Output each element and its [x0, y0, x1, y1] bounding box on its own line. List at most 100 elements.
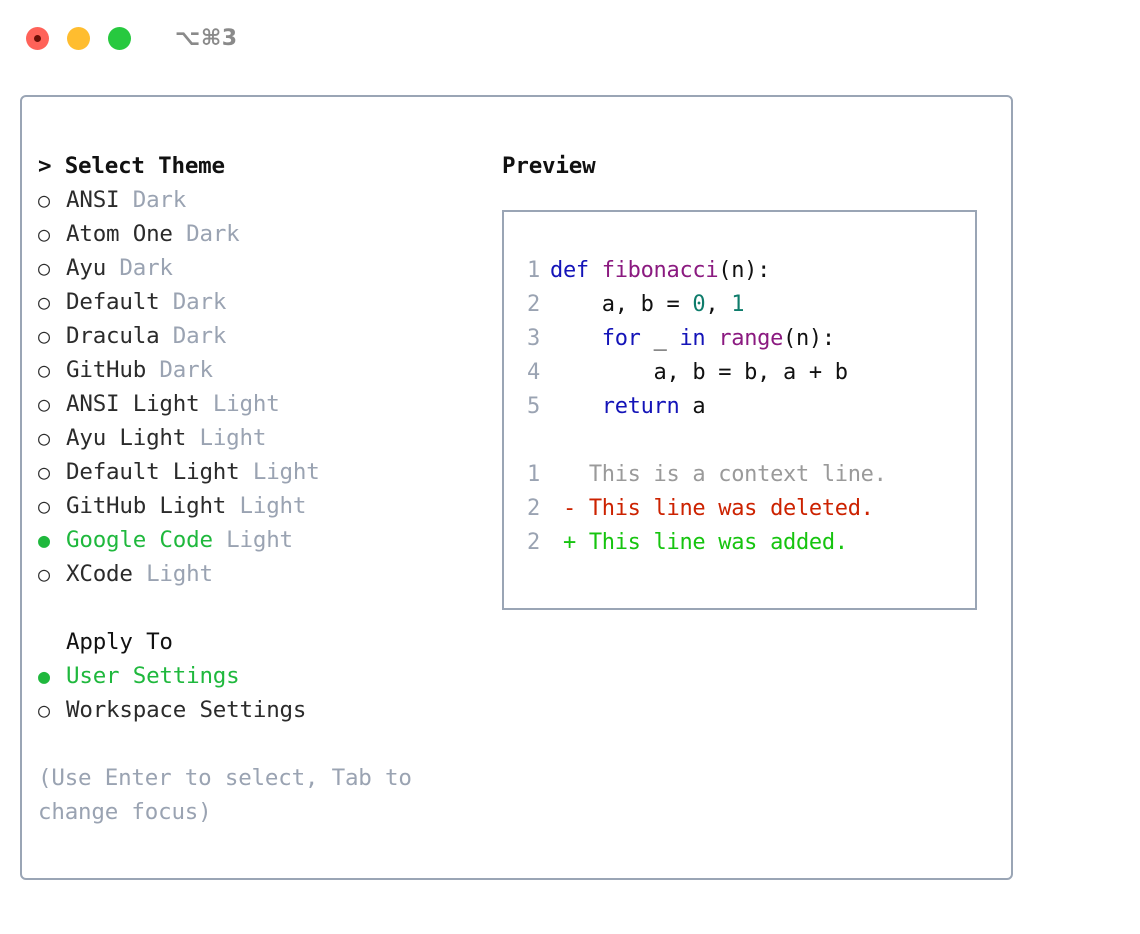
theme-list: ○ANSI Dark○Atom One Dark○Ayu Dark○Defaul…	[38, 183, 468, 591]
code-token-kw: for	[601, 326, 641, 351]
code-blank-line	[504, 424, 975, 458]
minimize-window-button[interactable]	[67, 26, 90, 50]
radio-unselected-icon: ○	[38, 562, 50, 586]
apply-to-heading-indent	[38, 625, 66, 659]
code-token-add: + This line was added.	[550, 530, 848, 555]
code-line: 5 return a	[504, 390, 975, 424]
code-token-pl: a, b =	[550, 292, 693, 317]
preview-title: Preview	[502, 153, 596, 179]
code-line-content: return a	[550, 390, 706, 424]
code-line-number: 2	[527, 530, 540, 555]
apply-to-option-workspace-settings[interactable]: ○ Workspace Settings	[38, 693, 468, 727]
code-token-pl	[550, 394, 602, 419]
apply-to-option-label: Workspace Settings	[66, 697, 307, 723]
theme-option-label: Atom One	[66, 221, 173, 247]
theme-option-xcode[interactable]: ○ XCode Light	[38, 557, 468, 591]
code-line: 2 - This line was deleted.	[504, 492, 975, 526]
code-line-number: 1	[527, 462, 540, 487]
code-token-num: 1	[731, 292, 745, 317]
theme-option-category: Dark	[106, 255, 173, 281]
code-line-content: + This line was added.	[550, 526, 848, 560]
code-token-pl	[705, 326, 718, 351]
code-line: 1 def fibonacci(n):	[504, 254, 975, 288]
theme-option-github-light[interactable]: ○GitHub Light Light	[38, 489, 468, 523]
theme-option-label: Google Code	[66, 527, 213, 553]
theme-option-ansi-light[interactable]: ○ANSI Light Light	[38, 387, 468, 421]
select-theme-heading: > Select Theme	[38, 149, 468, 183]
code-line: 2 a, b = 0, 1	[504, 288, 975, 322]
apply-to-list: ● User Settings ○ Workspace Settings	[38, 659, 468, 727]
theme-option-github[interactable]: ○GitHub Dark	[38, 353, 468, 387]
theme-option-category: Light	[226, 493, 307, 519]
code-token-pl: ,	[705, 292, 732, 317]
radio-selected-icon: ●	[38, 528, 50, 552]
code-line-content: a, b = b, a + b	[550, 356, 849, 390]
code-line-number	[504, 424, 550, 458]
code-line-content: def fibonacci(n):	[550, 254, 770, 288]
code-token-del: - This line was deleted.	[550, 496, 874, 521]
code-line: 4 a, b = b, a + b	[504, 356, 975, 390]
theme-option-ansi[interactable]: ○ANSI Dark	[38, 183, 468, 217]
code-line-number: 5	[527, 394, 540, 419]
theme-option-label: GitHub Light	[66, 493, 227, 519]
theme-selection-panel: > Select Theme ○ANSI Dark○Atom One Dark○…	[38, 149, 468, 829]
theme-option-category: Dark	[159, 323, 227, 349]
keyboard-hint-text: (Use Enter to select, Tab to change focu…	[38, 765, 412, 825]
radio-unselected-icon: ○	[38, 460, 50, 484]
theme-option-label: ANSI Light	[66, 391, 200, 417]
theme-option-category: Dark	[172, 221, 240, 247]
radio-unselected-icon: ○	[38, 290, 50, 314]
apply-to-option-label: User Settings	[66, 663, 240, 689]
theme-option-label: Default Light	[66, 459, 240, 485]
theme-option-atom-one[interactable]: ○ Atom One Dark	[38, 217, 468, 251]
theme-option-label: ANSI	[66, 187, 120, 213]
radio-selected-icon: ●	[38, 664, 50, 688]
radio-unselected-icon: ○	[38, 392, 50, 416]
code-token-pl: a, b = b, a + b	[550, 360, 849, 385]
apply-to-option-user-settings[interactable]: ● User Settings	[38, 659, 468, 693]
code-line-number: 2	[527, 292, 540, 317]
code-line-number: 4	[527, 360, 540, 385]
window-title: ⌥⌘3	[175, 25, 238, 51]
theme-option-ayu-light[interactable]: ○Ayu Light Light	[38, 421, 468, 455]
code-line-content: for _ in range(n):	[550, 322, 835, 356]
maximize-window-button[interactable]	[108, 26, 131, 50]
radio-unselected-icon: ○	[38, 324, 50, 348]
code-token-fn: fibonacci	[601, 258, 719, 283]
theme-option-label: Dracula	[66, 323, 160, 349]
radio-unselected-icon: ○	[38, 222, 50, 246]
apply-to-heading: Apply To	[38, 625, 468, 659]
theme-option-category: Light	[239, 459, 320, 485]
code-line-content: - This line was deleted.	[550, 492, 874, 526]
theme-option-default[interactable]: ○Default Dark	[38, 285, 468, 319]
theme-option-default-light[interactable]: ○ Default Light Light	[38, 455, 468, 489]
title-bar: ⌥⌘3	[0, 0, 1140, 76]
theme-option-dracula[interactable]: ○ Dracula Dark	[38, 319, 468, 353]
theme-option-ayu[interactable]: ○Ayu Dark	[38, 251, 468, 285]
theme-option-category: Light	[132, 561, 213, 587]
dialog-frame: > Select Theme ○ANSI Dark○Atom One Dark○…	[20, 95, 1013, 880]
preview-panel: Preview 1 def fibonacci(n):2 a, b = 0, 1 3…	[502, 149, 997, 610]
code-token-pl: _	[640, 326, 680, 351]
code-token-fn: range	[718, 326, 784, 351]
theme-option-label: Default	[66, 289, 160, 315]
theme-option-label: Ayu	[66, 255, 107, 281]
code-token-pl	[550, 326, 602, 351]
code-token-kw: return	[601, 394, 680, 419]
theme-option-label: XCode	[66, 561, 133, 587]
close-window-button[interactable]	[26, 26, 49, 50]
code-lines: 1 def fibonacci(n):2 a, b = 0, 1 3 for _ i…	[504, 254, 975, 560]
radio-unselected-icon: ○	[38, 358, 50, 382]
theme-option-label: GitHub	[66, 357, 147, 383]
theme-option-google-code[interactable]: ●Google Code Light	[38, 523, 468, 557]
theme-option-category: Light	[186, 425, 267, 451]
code-line-number: 3	[527, 326, 540, 351]
panel-spacer	[38, 591, 468, 625]
code-line-content: This is a context line.	[550, 458, 887, 492]
code-line-number: 1	[527, 258, 540, 283]
radio-unselected-icon: ○	[38, 426, 50, 450]
select-theme-heading-prefix: >	[38, 153, 65, 179]
code-line: 1 This is a context line.	[504, 458, 975, 492]
radio-unselected-icon: ○	[38, 698, 50, 722]
